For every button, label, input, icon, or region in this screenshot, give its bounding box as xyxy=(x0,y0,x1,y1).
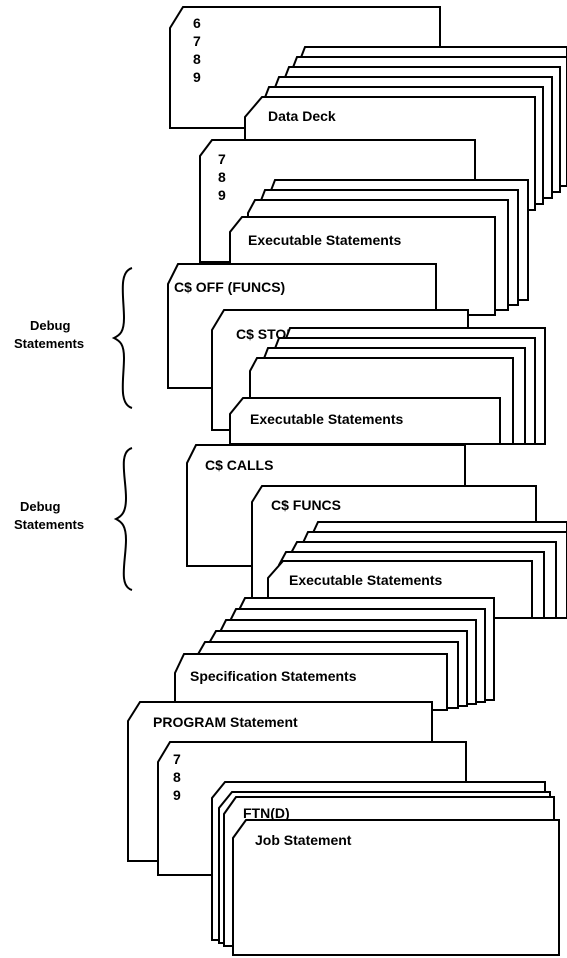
job-statement-card xyxy=(232,819,560,956)
debug-group-2-brace xyxy=(113,447,133,591)
data-deck-label: Data Deck xyxy=(268,108,336,124)
mark-digit-7: 7 xyxy=(193,33,201,49)
executable-statements-label-1: Executable Statements xyxy=(248,232,401,248)
mark-digit-7: 7 xyxy=(218,151,226,167)
mark-digit-9: 9 xyxy=(173,787,181,803)
debug-group-1-brace xyxy=(111,267,133,409)
debug-calls-label: C$ CALLS xyxy=(205,457,273,473)
mark-digit-8: 8 xyxy=(218,169,226,185)
debug-group-1-label-line-1: Debug xyxy=(30,318,71,333)
ftn-d-label: FTN(D) xyxy=(243,805,290,821)
debug-group-2-label-line-1: Debug xyxy=(20,499,61,514)
job-statement-label: Job Statement xyxy=(255,832,352,848)
mark-digit-7: 7 xyxy=(173,751,181,767)
debug-group-1-label-line-2: Statements xyxy=(14,336,84,351)
executable-statements-label-2: Executable Statements xyxy=(250,411,403,427)
specification-statements-label: Specification Statements xyxy=(190,668,357,684)
mark-digit-8: 8 xyxy=(193,51,201,67)
debug-funcs-label: C$ FUNCS xyxy=(271,497,341,513)
debug-off-funcs-label: C$ OFF (FUNCS) xyxy=(174,279,285,295)
debug-group-2-label-line-2: Statements xyxy=(14,517,84,532)
mark-digit-6: 6 xyxy=(193,15,201,31)
executable-statements-label-3: Executable Statements xyxy=(289,572,442,588)
mark-digit-8: 8 xyxy=(173,769,181,785)
mark-digit-9: 9 xyxy=(193,69,201,85)
mark-digit-9: 9 xyxy=(218,187,226,203)
program-statement-label: PROGRAM Statement xyxy=(153,714,298,730)
